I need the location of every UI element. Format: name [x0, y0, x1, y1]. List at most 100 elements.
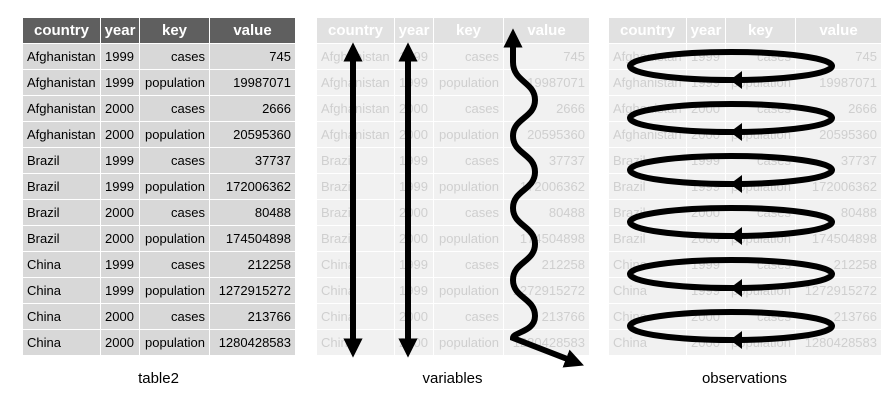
cell-year: 2000 — [394, 225, 434, 252]
cell-year: 1999 — [394, 69, 434, 96]
cell-country: Afghanistan — [316, 43, 395, 70]
cell-country: Afghanistan — [22, 69, 101, 96]
cell-country: Brazil — [22, 199, 101, 226]
cell-key: population — [725, 277, 796, 304]
cell-year: 2000 — [686, 95, 726, 122]
cell-key: population — [725, 121, 796, 148]
column-header-country: country — [608, 17, 687, 44]
cell-year: 1999 — [686, 277, 726, 304]
column-header-year: year — [686, 17, 726, 44]
cell-country: Brazil — [22, 147, 101, 174]
cell-country: Afghanistan — [608, 121, 687, 148]
cell-country: China — [608, 251, 687, 278]
cell-value: 174504898 — [503, 225, 590, 252]
cell-value: 80488 — [795, 199, 882, 226]
column-header-value: value — [209, 17, 296, 44]
cell-value: 745 — [503, 43, 590, 70]
cell-year: 2000 — [100, 329, 140, 356]
cell-value: 37737 — [209, 147, 296, 174]
cell-key: cases — [139, 303, 210, 330]
cell-country: Brazil — [22, 225, 101, 252]
cell-value: 212258 — [795, 251, 882, 278]
column-header-value: value — [795, 17, 882, 44]
cell-value: 1272915272 — [795, 277, 882, 304]
cell-year: 2000 — [394, 329, 434, 356]
cell-year: 2000 — [686, 199, 726, 226]
cell-country: Brazil — [608, 173, 687, 200]
cell-country: Brazil — [22, 173, 101, 200]
cell-key: cases — [433, 147, 504, 174]
cell-country: Afghanistan — [608, 69, 687, 96]
cell-year: 2000 — [394, 95, 434, 122]
cell-key: population — [139, 329, 210, 356]
cell-country: Afghanistan — [22, 43, 101, 70]
cell-year: 1999 — [100, 43, 140, 70]
cell-value: 19987071 — [503, 69, 590, 96]
cell-country: Brazil — [608, 225, 687, 252]
cell-key: population — [725, 173, 796, 200]
cell-country: Brazil — [316, 173, 395, 200]
cell-year: 1999 — [394, 173, 434, 200]
cell-year: 2000 — [100, 303, 140, 330]
cell-value: 1280428583 — [209, 329, 296, 356]
cell-year: 1999 — [686, 43, 726, 70]
cell-key: cases — [725, 199, 796, 226]
cell-value: 1280428583 — [503, 329, 590, 356]
column-header-country: country — [22, 17, 101, 44]
cell-year: 2000 — [100, 199, 140, 226]
column-header-year: year — [100, 17, 140, 44]
cell-value: 212258 — [209, 251, 296, 278]
cell-country: China — [22, 303, 101, 330]
cell-key: cases — [433, 199, 504, 226]
cell-key: population — [725, 329, 796, 356]
cell-value: 745 — [795, 43, 882, 70]
cell-value: 2666 — [795, 95, 882, 122]
cell-year: 1999 — [100, 69, 140, 96]
table2-caption: table2 — [138, 370, 179, 387]
cell-country: China — [316, 303, 395, 330]
cell-country: Brazil — [316, 199, 395, 226]
cell-year: 2000 — [686, 225, 726, 252]
observations-caption: observations — [701, 370, 788, 387]
cell-key: cases — [139, 199, 210, 226]
cell-value: 19987071 — [209, 69, 296, 96]
cell-key: population — [433, 121, 504, 148]
cell-key: population — [139, 173, 210, 200]
cell-year: 1999 — [686, 69, 726, 96]
cell-key: cases — [725, 303, 796, 330]
cell-country: China — [22, 251, 101, 278]
cell-country: Afghanistan — [316, 121, 395, 148]
cell-value: 20595360 — [503, 121, 590, 148]
cell-value: 212258 — [503, 251, 590, 278]
cell-value: 174504898 — [795, 225, 882, 252]
cell-country: China — [316, 329, 395, 356]
cell-key: cases — [725, 147, 796, 174]
cell-country: China — [22, 329, 101, 356]
cell-country: Brazil — [608, 199, 687, 226]
cell-country: China — [608, 329, 687, 356]
column-header-key: key — [139, 17, 210, 44]
cell-key: population — [139, 225, 210, 252]
cell-country: Afghanistan — [316, 95, 395, 122]
